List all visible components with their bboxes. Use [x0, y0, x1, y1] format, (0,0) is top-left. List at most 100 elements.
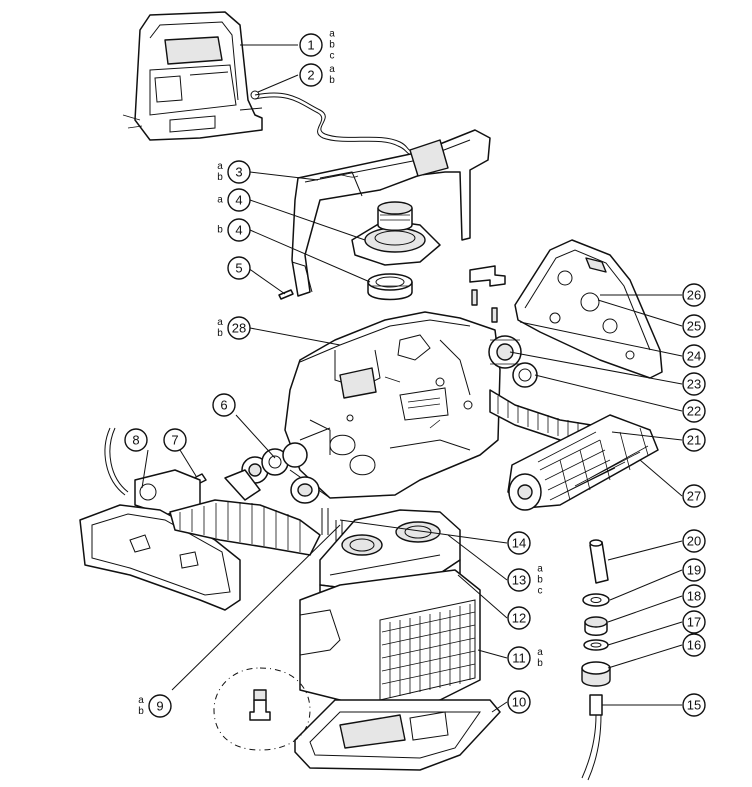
- callout-sub-letter: b: [329, 75, 335, 86]
- callout-sub-letter: b: [329, 40, 335, 51]
- callout-circle: [148, 694, 172, 718]
- callout-25: 25: [682, 314, 706, 338]
- callout-circle: [227, 316, 251, 340]
- callout-sub-letter: a: [329, 29, 335, 40]
- callout-number: 18: [687, 589, 701, 604]
- main-body: [284, 311, 501, 499]
- callout-3-ab: 3 ab: [217, 160, 251, 184]
- callout-12: 12: [507, 606, 531, 630]
- callout-number: 22: [687, 404, 701, 419]
- callout-sub-letter: b: [217, 225, 223, 236]
- callout-number: 1: [307, 38, 314, 53]
- callout-circle: [507, 568, 531, 592]
- callout-circle: [682, 283, 706, 307]
- callout-number: 28: [232, 321, 246, 336]
- callout-number: 7: [171, 433, 178, 448]
- callout-circle: [507, 646, 531, 670]
- impeller-ring: [367, 273, 413, 301]
- callout-sub-letter: b: [537, 658, 543, 669]
- callout-sub-letter: b: [217, 328, 223, 339]
- hose-fittings: [581, 539, 611, 781]
- callout-number: 27: [687, 489, 701, 504]
- drive-gear: [488, 335, 538, 388]
- callout-number: 23: [687, 377, 701, 392]
- clip-25: [469, 265, 506, 323]
- track-belt-left: [169, 469, 321, 556]
- callout-circle: [507, 690, 531, 714]
- callout-14: 14: [507, 531, 531, 555]
- callout-circle: [507, 531, 531, 555]
- callout-circle: [682, 610, 706, 634]
- callout-17: 17: [682, 610, 706, 634]
- callout-circle: [682, 428, 706, 452]
- callout-number: 17: [687, 615, 701, 630]
- callout-9-ab: 9 ab: [138, 694, 172, 718]
- callout-number: 26: [687, 288, 701, 303]
- callout-sub-letter: a: [138, 695, 144, 706]
- callout-number: 2: [307, 68, 314, 83]
- callout-circle: [299, 33, 323, 57]
- callout-circle: [163, 428, 187, 452]
- callout-1-abc: 1 abc: [299, 29, 335, 62]
- callout-sub-letter: a: [217, 317, 223, 328]
- side-plate: [514, 239, 663, 379]
- leader-lines: [141, 44, 683, 713]
- callout-circle: [507, 606, 531, 630]
- callout-number: 5: [235, 261, 242, 276]
- callout-23: 23: [682, 372, 706, 396]
- callout-sub-letter: a: [217, 195, 223, 206]
- callout-number: 13: [512, 573, 526, 588]
- callout-10: 10: [507, 690, 531, 714]
- callout-circle: [227, 218, 251, 242]
- callout-4-b: 4b: [217, 218, 251, 242]
- callout-number: 24: [687, 349, 701, 364]
- handle: [291, 129, 491, 297]
- callout-sub-letter: b: [138, 706, 144, 717]
- callout-circle: [682, 558, 706, 582]
- callout-number: 15: [687, 698, 701, 713]
- callout-sub-letter: b: [217, 172, 223, 183]
- thumbscrew-detail: [213, 667, 311, 751]
- callout-number: 8: [132, 433, 139, 448]
- callout-number: 10: [512, 695, 526, 710]
- callout-number: 9: [156, 699, 163, 714]
- callout-circle: [682, 484, 706, 508]
- callout-number: 6: [220, 398, 227, 413]
- callout-number: 4: [235, 193, 242, 208]
- screw-5: [278, 289, 294, 300]
- callout-circle: [682, 399, 706, 423]
- power-supply-unit: [122, 11, 263, 141]
- callout-circle: [212, 393, 236, 417]
- callout-sub-letter: c: [330, 51, 335, 62]
- callout-circle: [227, 160, 251, 184]
- callout-21: 21: [682, 428, 706, 452]
- callout-circle: [682, 693, 706, 717]
- wheel-bushings: [241, 427, 331, 504]
- callout-number: 16: [687, 638, 701, 653]
- filter-base: [294, 699, 501, 771]
- callout-6: 6: [212, 393, 236, 417]
- callout-sub-letter: c: [538, 586, 543, 597]
- callout-circle: [682, 529, 706, 553]
- callout-28-ab: 28 ab: [217, 316, 251, 340]
- callout-24: 24: [682, 344, 706, 368]
- filter-basket: [299, 569, 481, 711]
- callout-number: 11: [512, 651, 526, 666]
- callout-15: 15: [682, 693, 706, 717]
- callout-19: 19: [682, 558, 706, 582]
- callout-circle: [124, 428, 148, 452]
- callout-5: 5: [227, 256, 251, 280]
- callout-4-a: 4a: [217, 188, 251, 212]
- callout-number: 25: [687, 319, 701, 334]
- callout-circle: [682, 372, 706, 396]
- callout-number: 3: [235, 165, 242, 180]
- callout-sub-letter: a: [217, 161, 223, 172]
- filter-frame: [319, 509, 461, 591]
- power-cable: [254, 92, 416, 157]
- brush-roller: [507, 414, 659, 511]
- callout-number: 4: [235, 223, 242, 238]
- callout-sub-letter: a: [537, 564, 543, 575]
